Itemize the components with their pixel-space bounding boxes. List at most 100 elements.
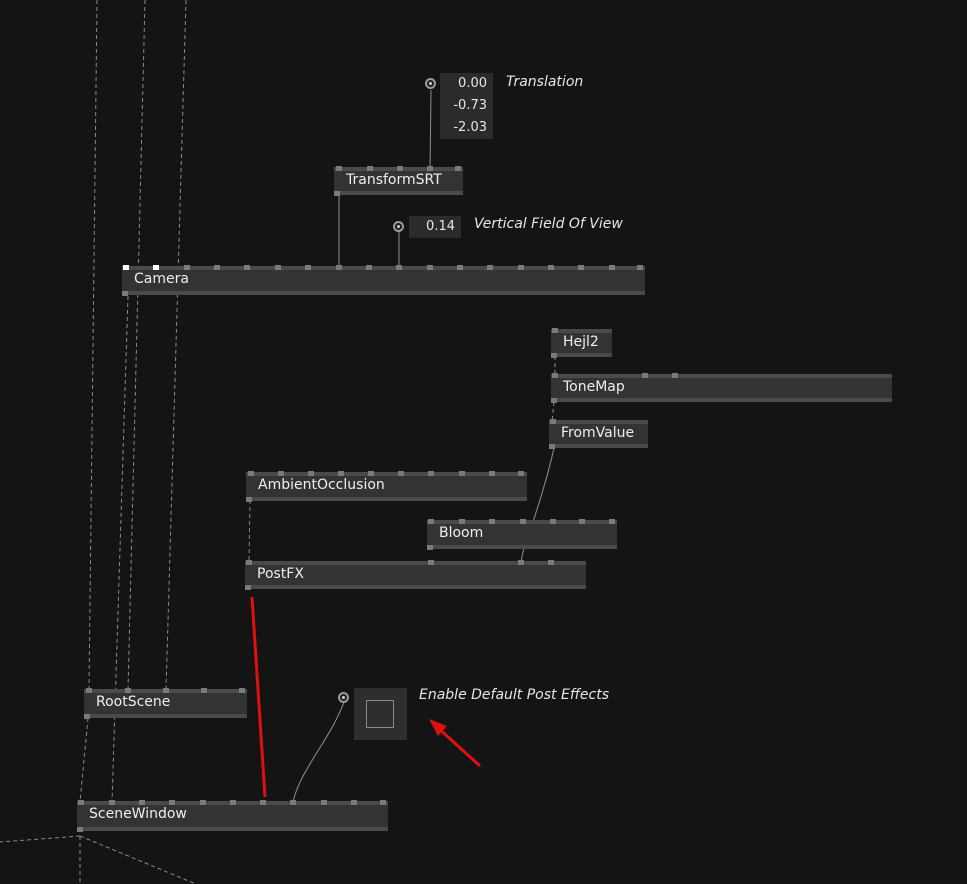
input-pin[interactable] (239, 688, 245, 693)
node-postfx[interactable]: PostFX (245, 560, 586, 590)
input-pin[interactable] (109, 800, 115, 805)
input-pin[interactable] (214, 265, 220, 270)
input-pin[interactable] (125, 688, 131, 693)
input-pin[interactable] (336, 166, 342, 171)
input-pin[interactable] (518, 471, 524, 476)
input-pin[interactable] (672, 373, 678, 378)
fov-io-icon[interactable] (393, 221, 404, 232)
input-pin[interactable] (260, 800, 266, 805)
input-pin[interactable] (459, 519, 465, 524)
input-pin[interactable] (518, 560, 524, 565)
fov-value-box[interactable]: 0.14 (409, 216, 461, 238)
input-pin[interactable] (455, 166, 461, 171)
input-pin[interactable] (248, 471, 254, 476)
output-pin[interactable] (551, 398, 557, 403)
output-pin[interactable] (122, 291, 128, 296)
input-pin[interactable] (550, 419, 556, 424)
node-camera[interactable]: Camera (122, 265, 645, 296)
translation-y-value[interactable]: -0.73 (453, 98, 487, 113)
output-pin[interactable] (427, 545, 433, 550)
node-scenewindow[interactable]: SceneWindow (77, 800, 388, 832)
input-pin[interactable] (427, 265, 433, 270)
input-pin[interactable] (428, 560, 434, 565)
input-pin[interactable] (489, 471, 495, 476)
input-pin[interactable] (578, 265, 584, 270)
input-pin[interactable] (380, 800, 386, 805)
input-pin[interactable] (457, 265, 463, 270)
input-pin[interactable] (397, 166, 403, 171)
input-pin[interactable] (548, 560, 554, 565)
input-pin[interactable] (278, 471, 284, 476)
input-pin[interactable] (246, 560, 252, 565)
node-transformsrt[interactable]: TransformSRT (334, 166, 463, 196)
translation-x-value[interactable]: 0.00 (458, 76, 487, 91)
node-bloom[interactable]: Bloom (427, 519, 617, 550)
node-label: AmbientOcclusion (258, 477, 385, 493)
input-pin[interactable] (609, 519, 615, 524)
input-pin[interactable] (169, 800, 175, 805)
input-pin[interactable] (548, 265, 554, 270)
input-pin[interactable] (489, 519, 495, 524)
input-pin[interactable] (123, 265, 129, 270)
translation-z-value[interactable]: -2.03 (453, 120, 487, 135)
connection-link (248, 499, 251, 563)
node-tonemap[interactable]: ToneMap (551, 373, 892, 403)
input-pin[interactable] (351, 800, 357, 805)
input-pin[interactable] (290, 800, 296, 805)
input-pin[interactable] (552, 328, 558, 333)
input-pin[interactable] (86, 688, 92, 693)
output-pin[interactable] (246, 497, 252, 502)
input-pin[interactable] (153, 265, 159, 270)
input-pin[interactable] (428, 471, 434, 476)
input-pin[interactable] (642, 373, 648, 378)
node-label: ToneMap (563, 379, 625, 395)
translation-io-icon[interactable] (425, 78, 436, 89)
input-pin[interactable] (550, 519, 556, 524)
input-pin[interactable] (305, 265, 311, 270)
connection-link (111, 295, 129, 803)
input-pin[interactable] (398, 471, 404, 476)
input-pin[interactable] (459, 471, 465, 476)
input-pin[interactable] (487, 265, 493, 270)
output-pin[interactable] (334, 191, 340, 196)
node-fromvalue[interactable]: FromValue (549, 419, 648, 449)
input-pin[interactable] (518, 265, 524, 270)
node-hejl2[interactable]: Hejl2 (551, 328, 612, 358)
input-pin[interactable] (338, 471, 344, 476)
node-ambientocclusion[interactable]: AmbientOcclusion (246, 471, 527, 502)
translation-value-box[interactable]: 0.00 -0.73 -2.03 (440, 73, 493, 139)
input-pin[interactable] (244, 265, 250, 270)
post-effects-io-icon[interactable] (338, 692, 349, 703)
input-pin[interactable] (427, 166, 433, 171)
input-pin[interactable] (275, 265, 281, 270)
input-pin[interactable] (78, 800, 84, 805)
post-effects-toggle[interactable] (354, 688, 407, 740)
annotation-arrow-head (429, 719, 447, 736)
output-pin[interactable] (551, 353, 557, 358)
input-pin[interactable] (609, 265, 615, 270)
input-pin[interactable] (552, 373, 558, 378)
output-pin[interactable] (245, 585, 251, 590)
input-pin[interactable] (579, 519, 585, 524)
output-pin[interactable] (549, 444, 555, 449)
input-pin[interactable] (428, 519, 434, 524)
input-pin[interactable] (230, 800, 236, 805)
input-pin[interactable] (520, 519, 526, 524)
post-effects-checkbox[interactable] (366, 700, 394, 728)
input-pin[interactable] (637, 265, 643, 270)
input-pin[interactable] (139, 800, 145, 805)
input-pin[interactable] (308, 471, 314, 476)
input-pin[interactable] (201, 688, 207, 693)
input-pin[interactable] (368, 471, 374, 476)
output-pin[interactable] (84, 714, 90, 719)
output-pin[interactable] (77, 827, 83, 832)
input-pin[interactable] (396, 265, 402, 270)
input-pin[interactable] (321, 800, 327, 805)
input-pin[interactable] (184, 265, 190, 270)
input-pin[interactable] (336, 265, 342, 270)
input-pin[interactable] (200, 800, 206, 805)
input-pin[interactable] (367, 166, 373, 171)
node-rootscene[interactable]: RootScene (84, 688, 247, 719)
input-pin[interactable] (163, 688, 169, 693)
input-pin[interactable] (366, 265, 372, 270)
